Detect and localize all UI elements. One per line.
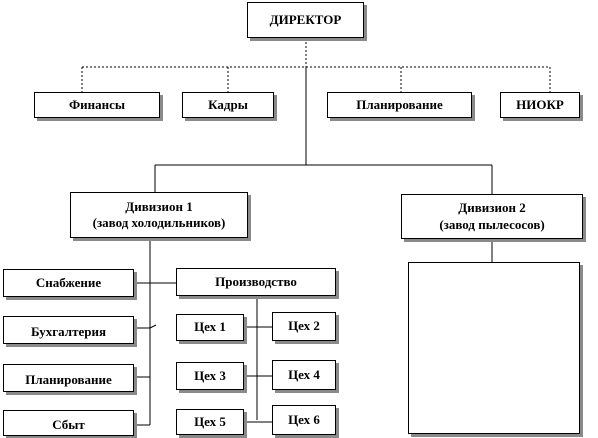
function-box-accounting: Бухгалтерия xyxy=(3,316,134,344)
staff-label-finance: Финансы xyxy=(68,96,126,112)
function-box-planning: Планирование xyxy=(3,364,134,392)
workshop-label-2: Цех 2 xyxy=(288,318,320,334)
staff-label-personnel: Кадры xyxy=(208,96,248,112)
function-label-accounting: Бухгалтерия xyxy=(31,323,106,339)
production-box: Производство xyxy=(176,268,336,296)
staff-box-planning: Планирование xyxy=(327,92,472,118)
workshop-box-2: Цех 2 xyxy=(272,312,336,341)
division-2-subtitle: (завод пылесосов) xyxy=(439,216,545,232)
production-label: Производство xyxy=(215,273,297,289)
staff-label-rnd: НИОКР xyxy=(516,96,564,112)
workshop-box-3: Цех 3 xyxy=(176,362,244,390)
function-label-sales: Сбыт xyxy=(52,416,85,432)
staff-connectors xyxy=(81,38,551,92)
function-label-supply: Снабжение xyxy=(35,274,102,290)
division-2-blank-box xyxy=(408,262,580,434)
workshop-box-4: Цех 4 xyxy=(272,360,336,390)
workshop-box-6: Цех 6 xyxy=(272,405,336,435)
division-2-box: Дивизион 2 (завод пылесосов) xyxy=(401,194,583,239)
division-1-box: Дивизион 1 (завод холодильников) xyxy=(70,192,248,238)
function-box-sales: Сбыт xyxy=(3,410,134,436)
staff-box-personnel: Кадры xyxy=(182,92,274,118)
workshop-box-5: Цех 5 xyxy=(176,409,244,435)
staff-label-planning: Планирование xyxy=(356,96,443,112)
staff-box-finance: Финансы xyxy=(34,92,160,118)
workshop-label-1: Цех 1 xyxy=(194,319,226,335)
workshop-box-1: Цех 1 xyxy=(176,314,244,341)
workshop-label-4: Цех 4 xyxy=(288,366,320,382)
division-1-subtitle: (завод холодильников) xyxy=(92,215,226,230)
division-2-name: Дивизион 2 xyxy=(458,200,526,216)
workshop-label-6: Цех 6 xyxy=(288,411,320,427)
director-label: ДИРЕКТОР xyxy=(269,11,342,27)
director-box: ДИРЕКТОР xyxy=(247,2,364,38)
division-1-name: Дивизион 1 xyxy=(125,198,193,214)
function-box-supply: Снабжение xyxy=(3,269,134,297)
workshop-label-5: Цех 5 xyxy=(194,413,226,429)
function-label-planning: Планирование xyxy=(25,371,112,387)
workshop-label-3: Цех 3 xyxy=(194,367,226,383)
staff-box-rnd: НИОКР xyxy=(500,92,580,118)
